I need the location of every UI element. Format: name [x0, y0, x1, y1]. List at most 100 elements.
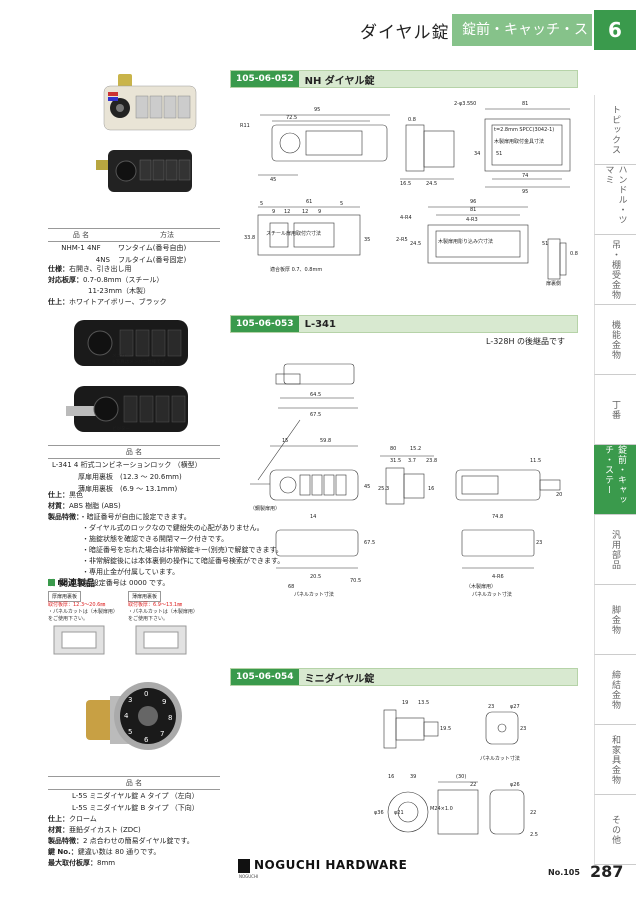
- brand-sub: NOGUCHI: [239, 874, 259, 879]
- dimension-label: 23: [488, 704, 494, 710]
- dimension-label: 9: [272, 209, 275, 215]
- svg-text:5: 5: [128, 728, 132, 736]
- svg-text:4: 4: [124, 712, 129, 720]
- svg-text:7: 7: [160, 730, 164, 738]
- dimension-label: 木製扉用取付金具寸法: [494, 138, 544, 145]
- sidebar-tab-general[interactable]: 汎用部品: [594, 515, 636, 585]
- dimension-label: 木製扉用彫り込み穴寸法: [438, 238, 493, 245]
- dimension-label: 68: [288, 584, 294, 590]
- dimension-label: 16: [428, 486, 434, 492]
- dimension-label: 74: [522, 173, 528, 179]
- section-header-052: 105-06-052 NH ダイヤル錠: [230, 70, 578, 88]
- dimension-label: 34: [474, 151, 480, 157]
- spec-list-054: 仕上：クローム 材質：亜鉛ダイカスト (ZDC) 製品特徴：2 点合わせの簡易ダ…: [48, 815, 194, 867]
- svg-text:6: 6: [144, 736, 149, 744]
- dimension-label: 23: [520, 726, 526, 732]
- dimension-label: 96: [470, 199, 476, 205]
- product-photo-mini-dial: 098 765 43: [86, 682, 182, 750]
- dimension-label: 4-R6: [492, 574, 504, 580]
- sidebar-tab-topics[interactable]: トピックス: [594, 95, 636, 165]
- successor-note: L-328H の後継品です: [486, 337, 566, 346]
- dimension-label: 5: [340, 201, 343, 207]
- photo-label-visitor: ビジター: [112, 427, 130, 432]
- related-item-thick: 厚扉用裏板: [48, 591, 82, 602]
- dimension-label: 50: [470, 101, 476, 107]
- dimension-label: 20: [556, 492, 562, 498]
- dimension-label: 12: [284, 209, 290, 215]
- sidebar-tabs: トピックス ハンドル・ツマミ 吊・棚受金物 機能金物 丁番 錠前・キャッチ・ステ…: [594, 95, 636, 865]
- section-header-053: 105-06-053 L-341: [230, 315, 578, 333]
- dimension-label: 2-φ3.5: [454, 101, 470, 107]
- dimension-label: 59.8: [320, 438, 331, 444]
- svg-text:9: 9: [162, 698, 166, 706]
- svg-text:8: 8: [168, 714, 172, 722]
- dimension-label: 51: [496, 151, 502, 157]
- dimension-label: 15: [282, 438, 288, 444]
- product-photo-nh-white: [96, 74, 197, 192]
- dimension-label: 22: [530, 810, 536, 816]
- dimension-label: 20.5: [310, 574, 321, 580]
- sidebar-tab-hinges[interactable]: 丁番: [594, 375, 636, 445]
- chapter-number: 6: [594, 10, 636, 50]
- dimension-label: 67.5: [364, 540, 375, 546]
- dimension-label: 39: [410, 774, 416, 780]
- dimension-label: 24.5: [426, 181, 437, 187]
- related-plates-images: [53, 625, 187, 655]
- dimension-label: 95: [522, 189, 528, 195]
- dimension-label: 80: [390, 446, 396, 452]
- dimension-label: (30): [456, 774, 466, 780]
- dimension-label: 扉裏側: [546, 280, 561, 287]
- related-products-title: 関連製品: [48, 576, 95, 589]
- sidebar-tab-fasteners[interactable]: 締結金物: [594, 655, 636, 725]
- dimension-label: 25.3: [378, 486, 389, 492]
- dimension-label: パネルカット寸法: [294, 591, 334, 598]
- dimension-label: 81: [522, 101, 528, 107]
- dimension-label: 31.5: [390, 458, 401, 464]
- dimension-label: 13.5: [418, 700, 429, 706]
- sidebar-tab-locks[interactable]: 錠前・キャッチ・ステー: [594, 445, 636, 515]
- dimension-label: 51: [542, 241, 548, 247]
- page-number: 287: [590, 862, 624, 881]
- category-band: 錠前・キャッチ・ステー: [452, 14, 592, 70]
- dimension-label: 23.8: [426, 458, 437, 464]
- section-header-054: 105-06-054 ミニダイヤル錠: [230, 668, 578, 686]
- dimension-label: 16: [388, 774, 394, 780]
- related-item-thin: 薄扉用裏板: [128, 591, 162, 602]
- product-code: 105-06-052: [231, 71, 299, 87]
- photo-label-member: メンバー ※写真はメンバー仕様です。: [112, 354, 170, 365]
- spec-list-053: 仕上：黒色 材質：ABS 樹脂 (ABS) 製品特徴：・暗証番号が自由に設定でき…: [48, 491, 285, 587]
- product-name: L-341: [304, 318, 336, 330]
- product-code: 105-06-054: [231, 669, 299, 685]
- dimension-label: 適合板厚 0.7、0.8mm: [270, 266, 322, 273]
- dimension-label: 35: [364, 237, 370, 243]
- issue-number: No.105: [548, 868, 580, 877]
- dimension-label: 23: [536, 540, 542, 546]
- product-table-053: 品 名 L-341 4 桁式コンビネーションロック （横型） 厚扉用裏板 (12…: [48, 445, 220, 495]
- dimension-label: スチール扉用取付穴寸法: [266, 230, 321, 237]
- brand-logo: NOGUCHI HARDWARE: [238, 858, 407, 873]
- dimension-label: t=2.8mm SPCC(3042-1): [494, 127, 554, 133]
- dimension-label: 0.8: [570, 251, 578, 257]
- dimension-label: 15.2: [410, 446, 421, 452]
- product-table-054: 品 名 L-5S ミニダイヤル錠 A タイプ （左向） L-5S ミニダイヤル錠…: [48, 776, 220, 814]
- dimension-label: 74.8: [492, 514, 503, 520]
- dimension-label: φ21: [394, 810, 404, 816]
- dimension-label: 33.8: [244, 235, 255, 241]
- dimension-label: 5: [260, 201, 263, 207]
- sidebar-tab-other[interactable]: その他: [594, 795, 636, 865]
- dimension-label: M24×1.0: [430, 806, 453, 812]
- sidebar-tab-functional[interactable]: 機能金物: [594, 305, 636, 375]
- sidebar-tab-legs[interactable]: 脚金物: [594, 585, 636, 655]
- dimension-label: パネルカット寸法: [472, 591, 512, 598]
- sidebar-tab-japanese[interactable]: 和家具金物: [594, 725, 636, 795]
- dimension-label: （鋼製扉用）: [250, 505, 280, 512]
- dimension-label: 95: [314, 107, 320, 113]
- svg-text:3: 3: [128, 696, 132, 704]
- dimension-label: 19: [402, 700, 408, 706]
- sidebar-tab-hangers[interactable]: 吊・棚受金物: [594, 235, 636, 305]
- sidebar-tab-handles[interactable]: ハンドル・ツマミ: [594, 165, 636, 235]
- dimension-label: 9: [318, 209, 321, 215]
